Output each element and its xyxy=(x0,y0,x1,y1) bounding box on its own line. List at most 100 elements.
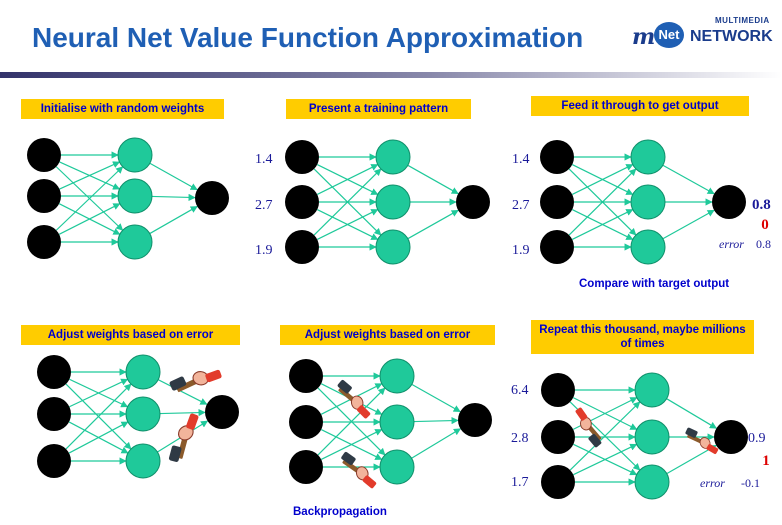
hammer-hand-icon xyxy=(154,409,214,467)
input-node xyxy=(27,225,61,259)
input-value-3: 1.7 xyxy=(511,475,529,490)
hidden-node xyxy=(630,184,666,220)
edge-input-hidden xyxy=(59,161,121,190)
output-node xyxy=(195,181,229,215)
hidden-node xyxy=(125,354,161,390)
header-rule xyxy=(0,72,782,78)
input-node xyxy=(285,230,319,264)
compare-caption: Compare with target output xyxy=(579,278,730,290)
edge-input-hidden xyxy=(316,208,379,241)
logo-m-glyph: m xyxy=(632,24,656,50)
hidden-node xyxy=(117,178,153,214)
input-node xyxy=(540,230,574,264)
edge-hidden-output xyxy=(157,379,208,405)
hammer-hand-icon xyxy=(166,360,225,400)
edge-hidden-output xyxy=(411,383,461,413)
hidden-node xyxy=(634,419,670,455)
edge-input-hidden xyxy=(571,208,634,241)
edge-input-hidden xyxy=(65,383,132,450)
hidden-node xyxy=(117,224,153,260)
input-value-1: 6.4 xyxy=(511,383,529,398)
hidden-node xyxy=(117,137,153,173)
step-label-1: Initialise with random weights xyxy=(21,99,224,119)
hidden-node xyxy=(125,443,161,479)
error-label: error xyxy=(719,237,744,251)
input-node xyxy=(540,140,574,174)
input-node xyxy=(27,179,61,213)
logo-net-badge: Net xyxy=(654,22,684,48)
hidden-node xyxy=(630,229,666,265)
error-label: error xyxy=(700,476,725,490)
input-node xyxy=(37,397,71,431)
hidden-node xyxy=(379,449,415,485)
hidden-node xyxy=(630,139,666,175)
edge-hidden-output xyxy=(149,162,198,191)
output-node xyxy=(712,185,746,219)
input-value-2: 2.7 xyxy=(512,198,530,213)
hidden-node xyxy=(375,229,411,265)
output-value: 0.8 xyxy=(752,197,771,213)
edge-input-hidden xyxy=(573,443,638,476)
step-label-3: Feed it through to get output xyxy=(531,96,749,116)
output-node xyxy=(456,185,490,219)
input-value-3: 1.9 xyxy=(512,243,530,258)
backprop-caption: Backpropagation xyxy=(293,506,387,518)
output-node xyxy=(205,395,239,429)
hidden-node xyxy=(379,358,415,394)
step-label-6: Repeat this thousand, maybe millions of … xyxy=(531,320,754,354)
input-value-3: 1.9 xyxy=(255,243,273,258)
input-node xyxy=(285,140,319,174)
edge-input-hidden xyxy=(317,387,386,456)
input-node xyxy=(289,405,323,439)
input-node xyxy=(289,450,323,484)
nodes-layer xyxy=(27,137,748,500)
edge-hidden-output xyxy=(666,398,718,429)
input-node xyxy=(37,355,71,389)
edge-hidden-output xyxy=(407,209,459,240)
logo-name: NETWORK xyxy=(690,28,773,45)
edge-input-hidden xyxy=(568,168,637,236)
edge-input-hidden xyxy=(569,401,641,471)
input-node xyxy=(27,138,61,172)
edge-input-hidden xyxy=(316,163,379,196)
input-value-1: 1.4 xyxy=(512,152,530,167)
error-value: -0.1 xyxy=(741,476,760,490)
edge-input-hidden xyxy=(68,421,129,454)
edge-hidden-output xyxy=(662,164,715,195)
hammer-hand-icon xyxy=(574,404,604,451)
input-node xyxy=(541,465,575,499)
hidden-node xyxy=(125,396,161,432)
edge-input-hidden xyxy=(55,166,124,231)
hidden-node xyxy=(634,464,670,500)
input-node xyxy=(37,444,71,478)
input-node xyxy=(541,420,575,454)
hidden-node xyxy=(375,184,411,220)
edge-hidden-output xyxy=(662,209,715,240)
target-value: 1 xyxy=(762,453,770,469)
logo-subtitle: MULTIMEDIA xyxy=(715,16,770,25)
hidden-node xyxy=(375,139,411,175)
edge-hidden-output xyxy=(159,408,206,417)
input-node xyxy=(285,185,319,219)
output-value: 0.9 xyxy=(748,431,766,446)
hidden-node xyxy=(379,404,415,440)
input-value-2: 2.7 xyxy=(255,198,273,213)
edge-input-hidden xyxy=(571,163,634,196)
edge-input-hidden xyxy=(320,428,383,461)
edge-hidden-output xyxy=(149,205,198,235)
edge-input-hidden xyxy=(313,168,382,236)
input-node xyxy=(289,359,323,393)
page-title: Neural Net Value Function Approximation xyxy=(32,22,584,53)
step-label-5: Adjust weights based on error xyxy=(280,325,495,345)
target-value: 0 xyxy=(761,217,769,233)
edge-hidden-output xyxy=(151,193,196,201)
step-label-4: Adjust weights based on error xyxy=(21,325,240,345)
edge-hidden-output xyxy=(411,428,462,459)
output-node xyxy=(714,420,748,454)
error-value: 0.8 xyxy=(756,237,771,251)
edge-input-hidden xyxy=(69,378,129,408)
hidden-node xyxy=(634,372,670,408)
output-node xyxy=(458,403,492,437)
input-value-1: 1.4 xyxy=(255,152,273,167)
